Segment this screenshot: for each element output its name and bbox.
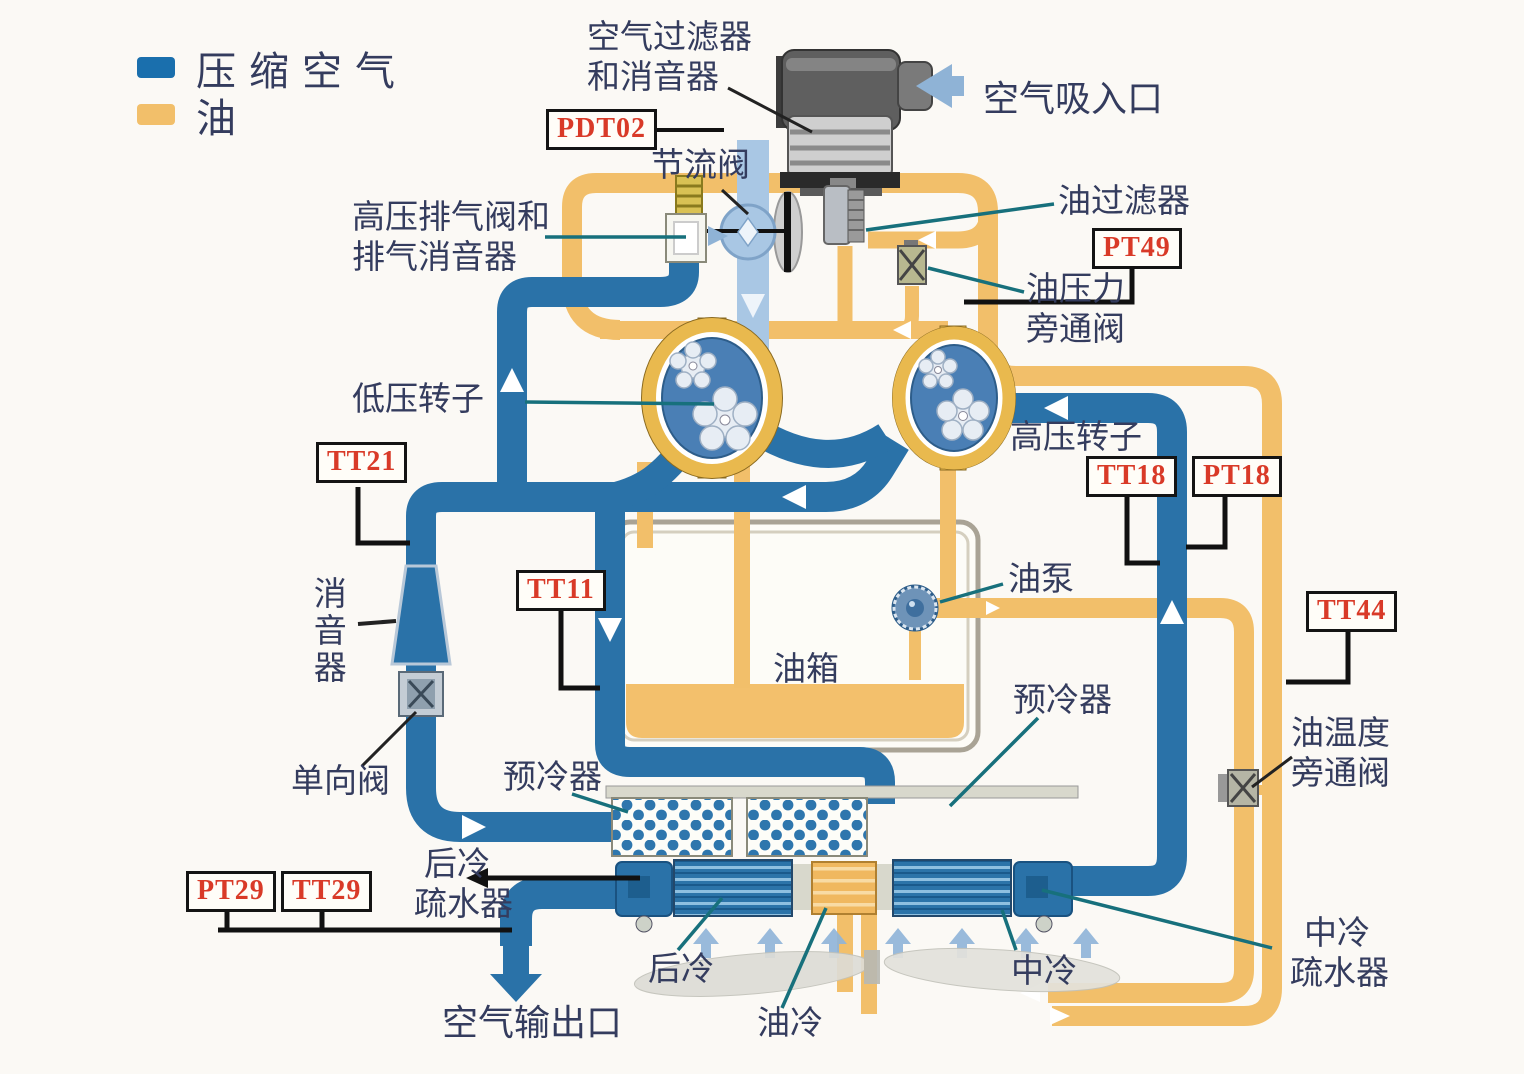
hp-rotor-label: 高压转子 [1010,420,1142,456]
sensor-tt44: TT44 [1306,591,1398,632]
oil-pump-label: 油泵 [1008,562,1074,598]
precooler-right-label: 预冷器 [1013,683,1112,719]
legend-oil-swatch [137,104,175,125]
intercooler-block [892,859,1012,917]
oil-pump [891,584,939,632]
precooler-right-block [746,797,868,857]
legend-oil-label: 油 [196,96,249,141]
precooler-left-label: 预冷器 [503,760,602,796]
leader-lines-teal [524,202,1273,1009]
intercooler-drain-fitting [1035,915,1053,933]
cooling-fan [633,947,1121,997]
oil-filter-unit [823,178,865,245]
blowoff-muffler [390,564,452,666]
cooling-air-arrows [693,928,1099,958]
oil-temp-bypass-valve [1218,769,1259,807]
intercooler-drain-label: 中冷 疏水器 [1290,916,1389,993]
aftercooler-drain-fitting [635,915,653,933]
hp-exhaust-label: 高压排气阀和 排气消音器 [352,200,550,277]
sensor-tt11: TT11 [516,570,606,611]
lp-rotor [641,317,783,479]
air-filter-label: 空气过滤器 和消音器 [587,20,752,97]
air-inlet-label: 空气吸入口 [983,79,1164,119]
legend-air-swatch [137,57,175,78]
drain-arrowhead [466,868,488,888]
oil-level [626,684,964,738]
precooler-left-block [611,797,733,857]
legend-air-label: 压缩空气 [196,49,408,94]
aftercooler-drain-label: 后冷 疏水器 [414,847,513,924]
oil-filter-label: 油过滤器 [1058,184,1190,220]
aftercooler-label: 后冷 [648,952,714,988]
air-intake-arrow-icon [916,64,964,108]
muffler-label: 消音器 [308,576,345,687]
oil-tank-label: 油箱 [773,652,839,688]
oil-cooler-label: 油冷 [757,1006,823,1042]
throttle-valve [704,191,803,273]
hp-rotor [892,325,1016,471]
air-filter-unit [776,49,933,196]
air-outlet-label: 空气输出口 [442,1003,623,1043]
sensor-connectors [218,128,1351,933]
oil-pressure-bypass-valve [897,240,927,285]
aftercooler-block [673,859,793,917]
sensor-tt21: TT21 [316,442,408,483]
oil-temp-bypass-label: 油温度 旁通阀 [1291,716,1390,793]
oil-tank [609,519,981,753]
sensor-tt29: TT29 [281,871,373,912]
check-valve-label: 单向阀 [291,764,390,800]
sensor-tt18: TT18 [1086,456,1178,497]
leader-lines-black [357,86,1293,789]
sensor-pt49: PT49 [1092,228,1182,269]
sensor-pt18: PT18 [1192,456,1282,497]
cooler-assembly [605,785,1079,933]
intercooler-label: 中冷 [1011,954,1077,990]
throttle-valve-label: 节流阀 [651,148,750,184]
oil-cooler-block [811,861,877,915]
lp-rotor-label: 低压转子 [352,382,484,418]
air-outlet-arrow [490,946,542,1002]
oil-pressure-bypass-label: 油压力 旁通阀 [1026,272,1125,349]
check-valve [398,671,444,717]
sensor-pdt02: PDT02 [546,109,657,150]
sensor-pt29: PT29 [186,871,276,912]
